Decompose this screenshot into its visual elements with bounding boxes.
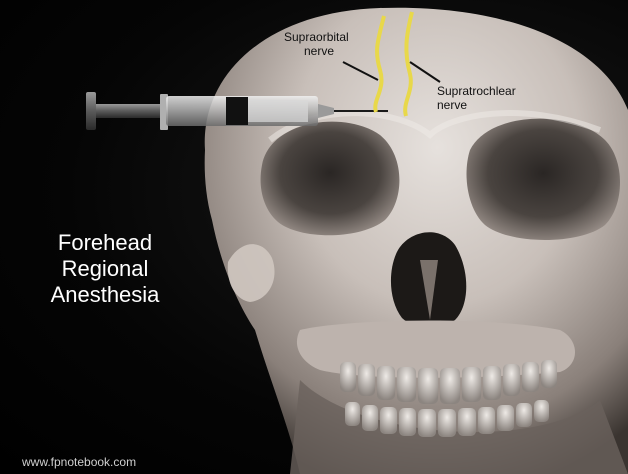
plunger-rod [96,104,166,118]
supratrochlear-label-line2: nerve [437,98,516,112]
supraorbital-label-line2: nerve [284,44,349,58]
title-line-2: Regional [20,256,190,282]
right-orbit [466,119,620,240]
website-footer: www.fpnotebook.com [22,455,136,469]
supratrochlear-label: Supratrochlear nerve [437,84,516,112]
supraorbital-label-line1: Supraorbital [284,30,349,44]
plunger-thumb [86,92,96,130]
slide-title: Forehead Regional Anesthesia [20,230,190,308]
supraorbital-label: Supraorbital nerve [284,30,349,58]
skull [205,8,628,474]
supratrochlear-label-line1: Supratrochlear [437,84,516,98]
title-line-3: Anesthesia [20,282,190,308]
title-line-1: Forehead [20,230,190,256]
left-orbit [261,122,400,236]
